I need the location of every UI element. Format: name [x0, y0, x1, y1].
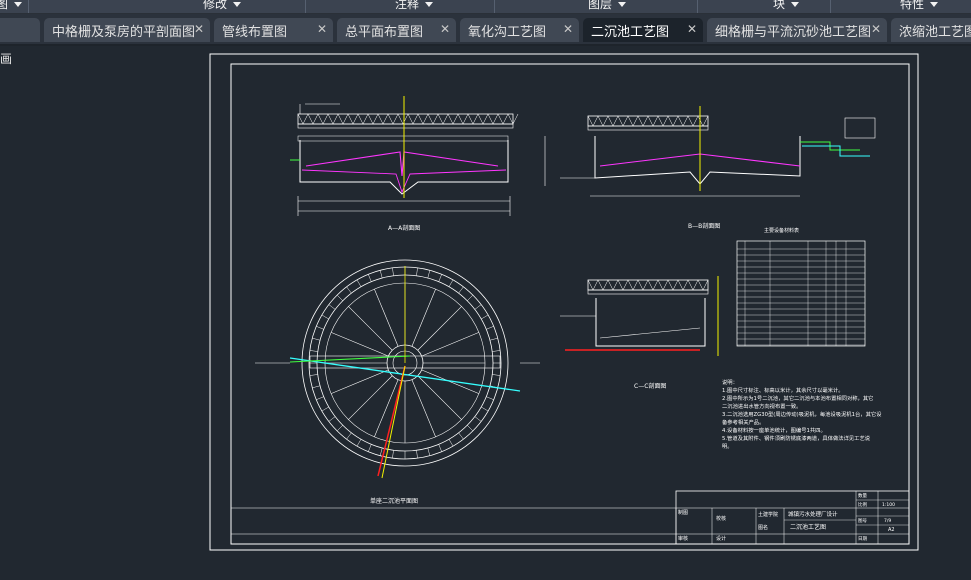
section-bb-title: B—B剖面图 — [688, 222, 720, 230]
title-block-date-label: 日期 — [858, 536, 867, 542]
tab-label: 二沉池工艺图 — [591, 24, 670, 40]
note-line: 5.管道及其附件、钢件须刷防锈底漆两道，具体做法详见工艺说 — [722, 434, 871, 442]
panel-title-modify[interactable]: 修改 — [203, 0, 242, 11]
plan-view-drawing: 单座二沉池平面图 — [255, 259, 540, 505]
note-line: 3.二沉池选用ZG30型(周边传动)吸泥机，每池设吸泥机1台，其它设 — [722, 410, 882, 418]
tab-label: 浓缩池工艺图 — [899, 24, 971, 40]
panel-title-layer-left[interactable]: 图 — [0, 0, 23, 11]
close-icon[interactable]: ✕ — [439, 22, 450, 36]
sheet-inner-border — [230, 63, 910, 545]
tab-secondary-clarifier[interactable]: 二沉池工艺图 ✕ — [583, 18, 703, 42]
tab-thickener[interactable]: 浓缩池工艺图 — [891, 18, 971, 42]
title-block-drawing-name: 二沉池工艺图 — [790, 523, 826, 531]
title-block-size: A2 — [888, 527, 895, 533]
tab-master-plan[interactable]: 总平面布置图 ✕ — [337, 18, 456, 42]
dropdown-arrow-icon — [618, 2, 627, 7]
title-block-reviewer: 校核 — [716, 515, 726, 522]
title-block-scale: 1:100 — [882, 502, 895, 508]
panel-separator — [494, 0, 495, 13]
section-aa-drawing: A—A剖面图 — [290, 96, 546, 232]
tab-label: 氧化沟工艺图 — [468, 24, 547, 40]
panel-label: 图 — [0, 0, 8, 11]
panel-separator — [697, 0, 698, 13]
tab-label: 细格栅与平流沉砂池工艺图 — [715, 24, 872, 40]
panel-title-annotation[interactable]: 注释 — [395, 0, 434, 11]
title-block-map-label: 图名 — [758, 524, 768, 531]
note-line: 明。 — [722, 443, 733, 450]
panel-title-block[interactable]: 块 — [773, 0, 800, 11]
table-title: 主要设备材料表 — [764, 227, 799, 234]
title-block: 制图 审核 校核 设计 土建学院 图名 城镇污水处理厂设计 二沉池工艺图 数量 … — [231, 490, 910, 545]
drawing-canvas[interactable]: A—A剖面图 B—B剖面图 主要设备材料表 — [0, 46, 971, 580]
tab-label: 管线布置图 — [222, 24, 288, 40]
file-tab-bar: 中格栅及泵房的平剖面图 ✕ 管线布置图 ✕ 总平面布置图 ✕ 氧化沟工艺图 ✕ … — [0, 14, 971, 46]
close-icon[interactable]: ✕ — [193, 22, 204, 36]
panel-separator — [830, 0, 831, 13]
panel-title-layers[interactable]: 图层 — [588, 0, 627, 11]
title-block-project: 城镇污水处理厂设计 — [788, 510, 838, 518]
section-aa-title: A—A剖面图 — [388, 224, 420, 232]
panel-separator — [28, 0, 29, 13]
dropdown-arrow-icon — [14, 2, 23, 7]
viewport-label[interactable]: 画 — [0, 52, 13, 66]
title-block-qty-label: 数量 — [858, 492, 867, 499]
section-cc-title: C—C剖面图 — [634, 382, 666, 390]
section-bb-drawing: B—B剖面图 — [560, 106, 876, 230]
dropdown-arrow-icon — [425, 2, 434, 7]
close-icon[interactable]: ✕ — [562, 22, 573, 36]
close-icon[interactable]: ✕ — [870, 22, 881, 36]
title-block-sheet: 7/9 — [884, 518, 891, 524]
title-block-designer: 制图 — [678, 509, 688, 516]
tab-label: 总平面布置图 — [345, 24, 424, 40]
design-notes: 说明： 1.图中尺寸标注、标高以米计，其余尺寸以毫米计。 2.图中所示为1号二沉… — [722, 378, 882, 450]
equipment-table: 主要设备材料表 — [736, 227, 866, 347]
panel-title-properties[interactable]: 特性 — [900, 0, 939, 11]
title-block-sheet-label: 图号 — [858, 518, 867, 524]
panel-separator — [305, 0, 306, 13]
tab-oxidation-ditch[interactable]: 氧化沟工艺图 ✕ — [460, 18, 579, 42]
note-line: 二沉池进出水管方向视布置一致。 — [722, 402, 801, 410]
title-block-design: 设计 — [716, 535, 726, 542]
panel-label: 修改 — [203, 0, 228, 11]
panel-label: 注释 — [395, 0, 420, 11]
note-line: 2.图中所示为1号二沉池，其它二沉池与本池布置相同对称，其它 — [722, 394, 873, 402]
tab-pump-room[interactable]: 中格栅及泵房的平剖面图 ✕ — [44, 18, 210, 42]
drawing-viewport[interactable]: 画 A—A剖面图 — [0, 46, 971, 580]
note-line: 说明： — [722, 378, 738, 386]
note-line: 4.设备材料按一座单池统计，图编号1共四。 — [722, 426, 826, 434]
plan-view-title: 单座二沉池平面图 — [370, 497, 418, 505]
close-icon[interactable]: ✕ — [686, 22, 697, 36]
dropdown-arrow-icon — [791, 2, 800, 7]
tab-grit-chamber[interactable]: 细格栅与平流沉砂池工艺图 ✕ — [707, 18, 887, 42]
tab-stub[interactable] — [0, 18, 40, 42]
panel-label: 特性 — [900, 0, 925, 11]
title-block-scale-label: 比例 — [858, 501, 867, 508]
sheet-outer-border — [209, 53, 919, 551]
tab-pipeline[interactable]: 管线布置图 ✕ — [214, 18, 333, 42]
dropdown-arrow-icon — [930, 2, 939, 7]
title-block-checker: 审核 — [678, 535, 688, 542]
dropdown-arrow-icon — [233, 2, 242, 7]
ribbon-panel-bar: 图 修改 注释 图层 块 特性 — [0, 0, 971, 14]
tab-label: 中格栅及泵房的平剖面图 — [52, 24, 196, 40]
panel-label: 图层 — [588, 0, 613, 11]
note-line: 1.图中尺寸标注、标高以米计，其余尺寸以毫米计。 — [722, 386, 844, 394]
note-line: 备参考相关产品。 — [722, 418, 764, 426]
title-block-school: 土建学院 — [758, 511, 778, 518]
section-cc-drawing: C—C剖面图 — [560, 276, 719, 390]
close-icon[interactable]: ✕ — [316, 22, 327, 36]
panel-label: 块 — [773, 0, 786, 11]
